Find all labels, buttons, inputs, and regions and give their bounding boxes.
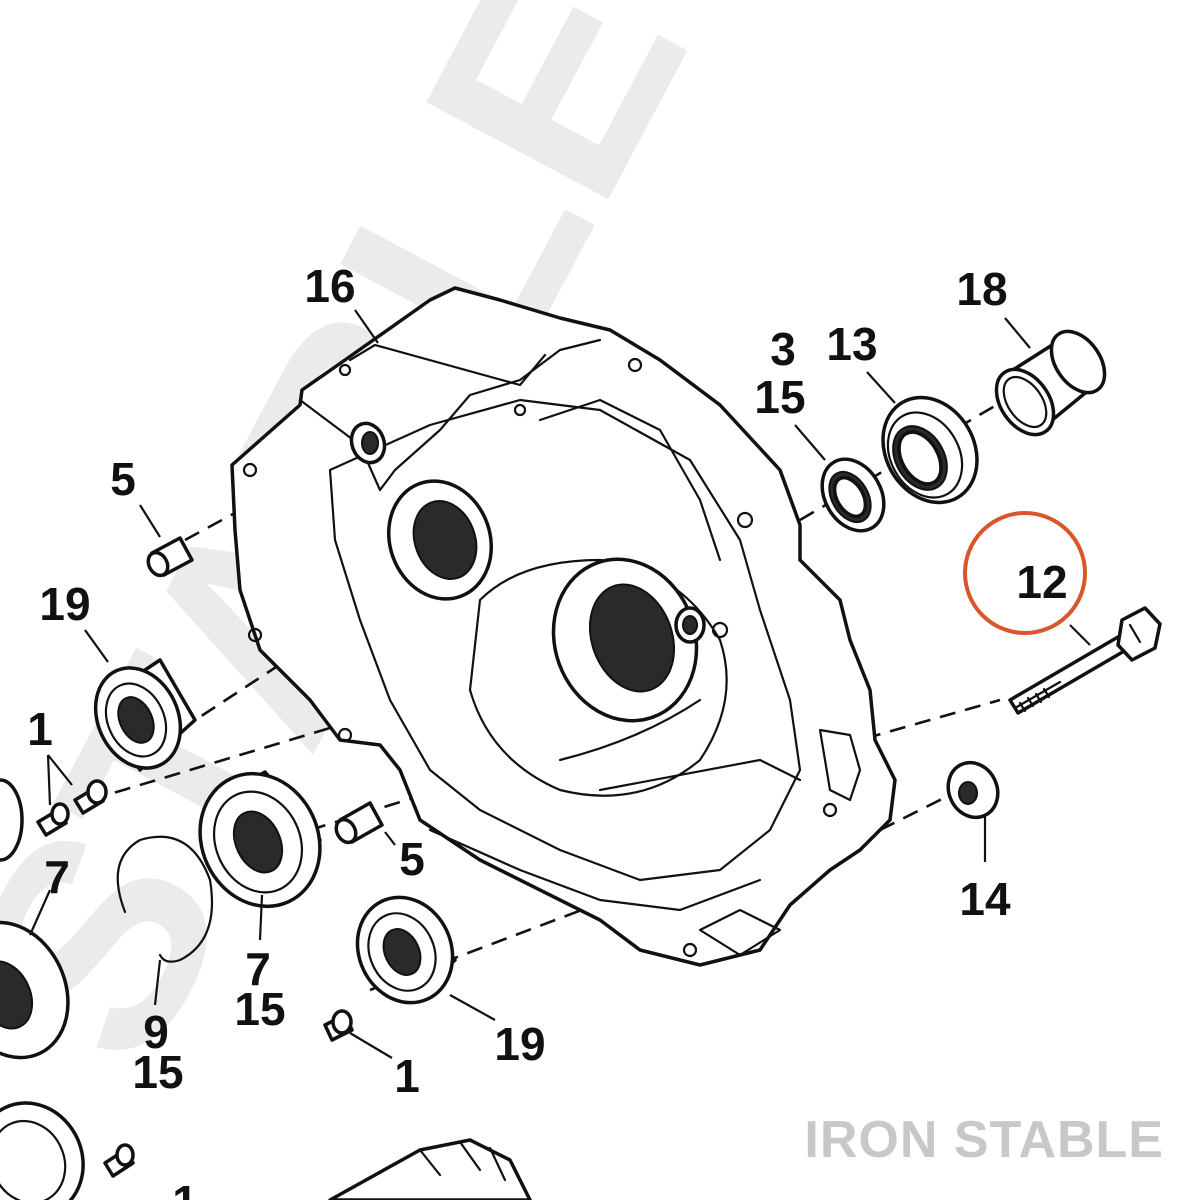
callout-13: 13 [826, 318, 877, 370]
bearing-part-7 [198, 770, 322, 909]
screw-part-1-lower [323, 1009, 354, 1042]
callout-5-lower: 5 [399, 833, 425, 885]
callout-7-left: 7 [44, 851, 70, 903]
callout-12: 12 [1016, 556, 1067, 608]
highlight-ring [963, 511, 1087, 635]
partial-bearing-left-edge [0, 778, 70, 1060]
callout-15-center: 15 [234, 983, 285, 1035]
bearing-part-19-upper [93, 658, 197, 772]
callout-15-upper: 15 [754, 371, 805, 423]
washer-part-14 [946, 760, 1000, 820]
callout-labels: 16 18 3 13 15 5 12 19 1 7 5 14 7 15 9 15… [27, 260, 1067, 1200]
snap-ring-part-9 [116, 835, 214, 963]
callout-19-upper: 19 [39, 578, 90, 630]
long-bolt-part-12 [1008, 606, 1162, 715]
bearing-part-19-lower [355, 895, 457, 1005]
callout-1-left: 1 [27, 703, 53, 755]
partial-housing-bottom [328, 1138, 532, 1200]
callout-19-lower: 19 [494, 1018, 545, 1070]
seal-part-13 [881, 395, 979, 505]
dowel-pin-part-5-lower [334, 801, 384, 845]
callout-18: 18 [956, 263, 1007, 315]
screw-part-1-bottom [103, 1143, 135, 1178]
washer-part-15 [820, 457, 886, 533]
callout-14: 14 [959, 873, 1011, 925]
callout-1-bottom: 1 [172, 1176, 198, 1200]
crankcase-housing [230, 286, 897, 967]
callout-1-lower: 1 [394, 1050, 420, 1102]
callout-3: 3 [770, 323, 796, 375]
leader-lines [28, 309, 1091, 1059]
callout-7-center: 7 [245, 943, 271, 995]
callout-5-upper: 5 [110, 453, 136, 505]
screw-part-1-upper [73, 779, 108, 815]
callout-16: 16 [304, 260, 355, 312]
brand-watermark: IRON STABLE [804, 1111, 1164, 1169]
callout-15-lower: 15 [132, 1046, 183, 1098]
dowel-pin-part-5-upper [146, 536, 194, 578]
partial-bearing-bottom-left [0, 1101, 85, 1200]
screw-part-1-left [36, 802, 70, 837]
bushing-part-18 [994, 329, 1107, 437]
callout-9: 9 [143, 1006, 169, 1058]
